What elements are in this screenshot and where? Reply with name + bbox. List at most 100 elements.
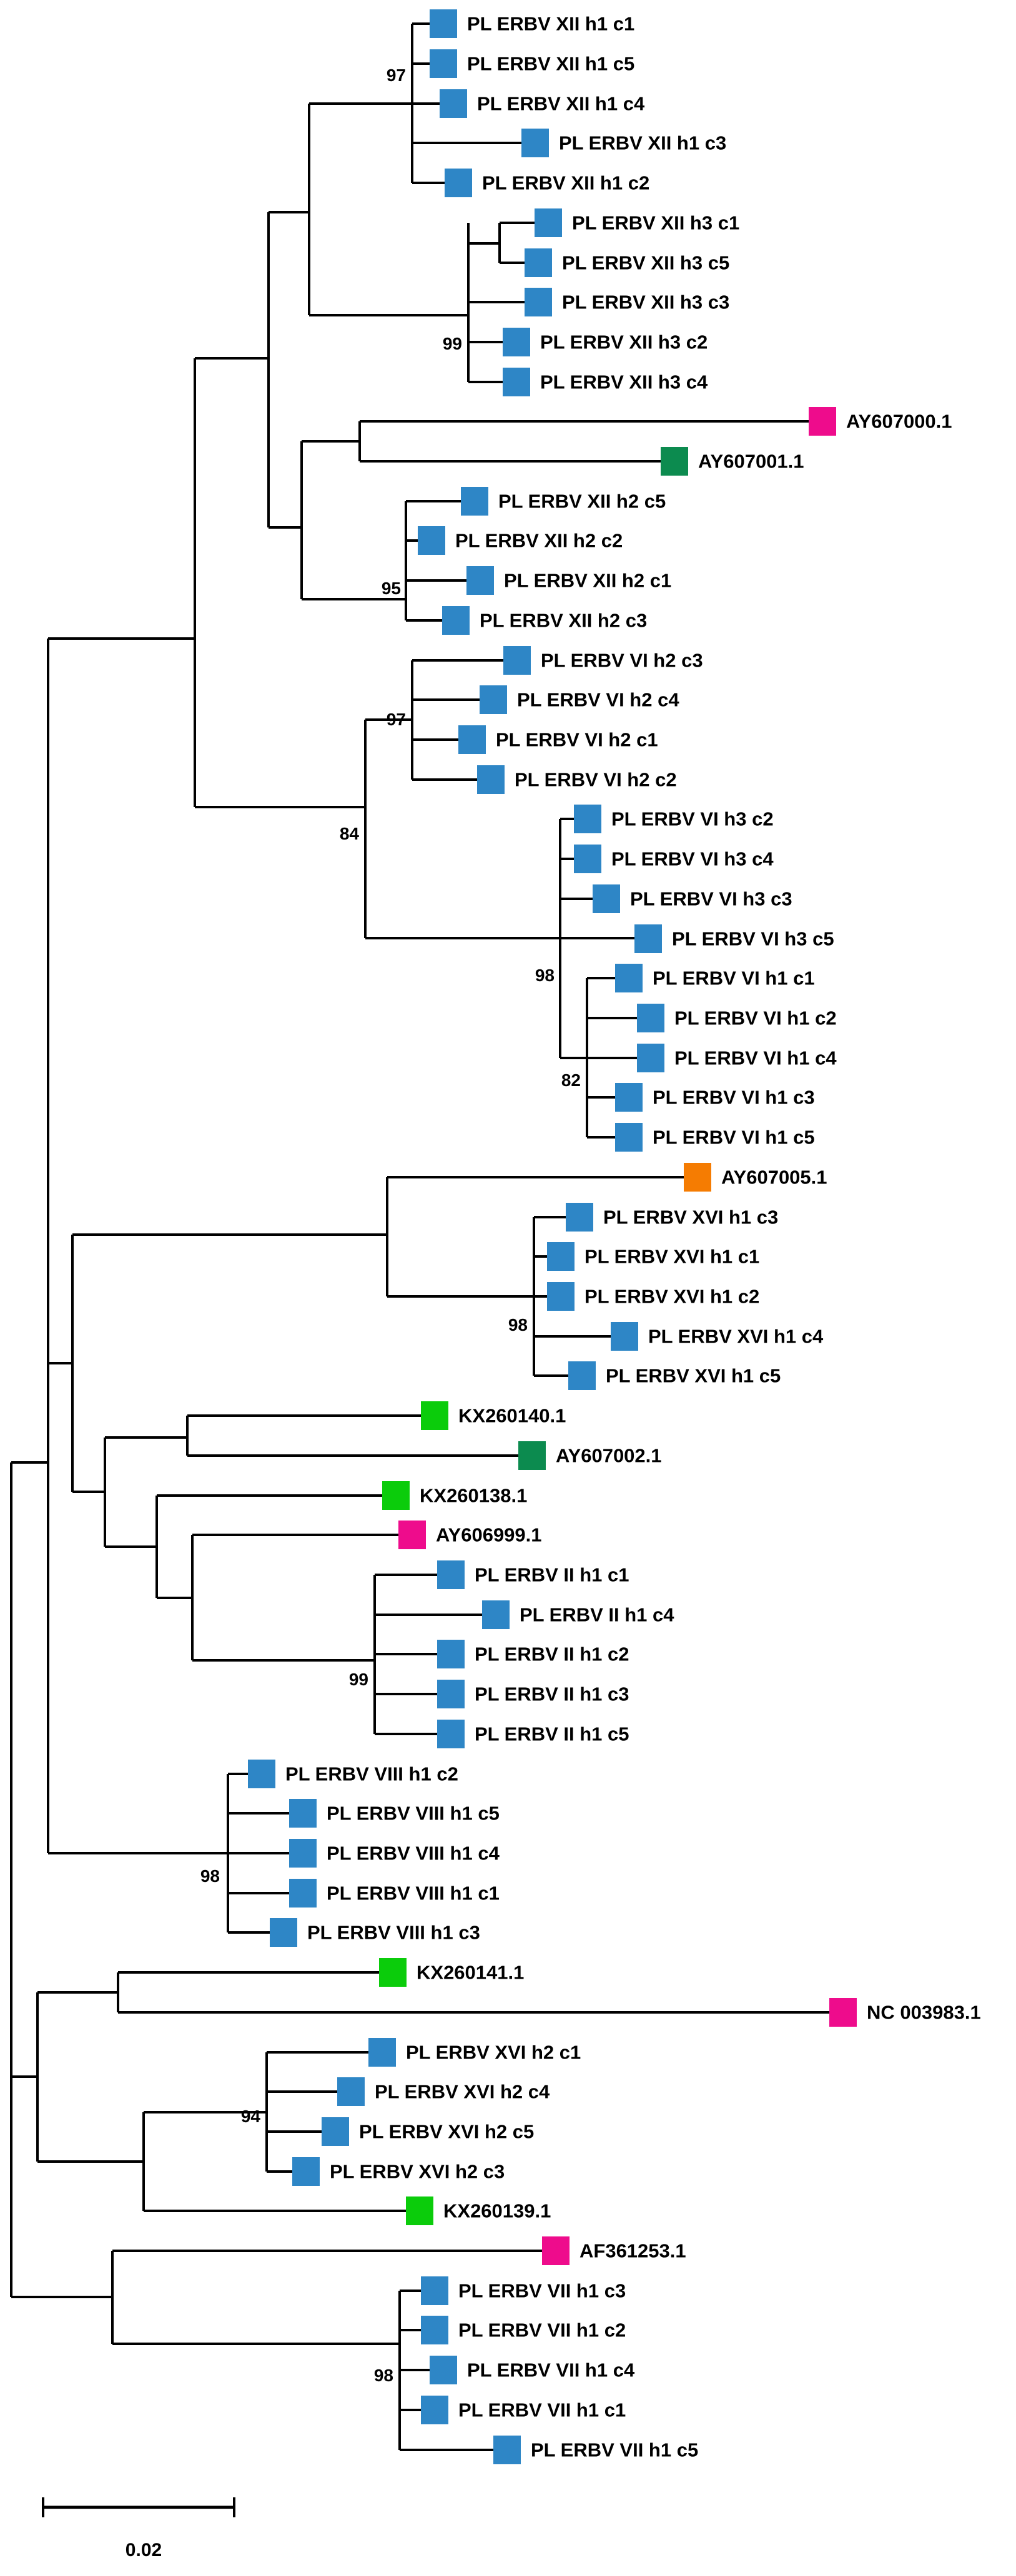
bootstrap-value: 94 <box>241 2107 261 2126</box>
taxon-marker-icon <box>634 924 662 953</box>
bootstrap-value: 97 <box>387 710 406 729</box>
taxon-marker-icon <box>437 1720 465 1748</box>
taxon-label: PL ERBV VI h2 c1 <box>496 729 658 751</box>
taxon-marker-icon <box>637 1004 664 1032</box>
taxon-marker-icon <box>322 2117 349 2146</box>
taxon-label: PL ERBV XII h1 c3 <box>559 132 726 154</box>
taxon-marker-icon <box>382 1481 410 1510</box>
taxon-label: PL ERBV VI h1 c5 <box>653 1127 815 1148</box>
taxon-marker-icon <box>437 1680 465 1708</box>
taxon-label: PL ERBV XII h3 c1 <box>572 212 739 234</box>
taxon-label: AY607005.1 <box>721 1167 827 1188</box>
taxon-marker-icon <box>503 328 530 356</box>
scale-bar-label: 0.02 <box>126 2540 162 2560</box>
taxon-marker-icon <box>566 1203 593 1232</box>
taxon-label: PL ERBV XII h3 c5 <box>562 252 729 274</box>
taxon-label: PL ERBV XVI h1 c3 <box>603 1207 778 1228</box>
taxon-marker-icon <box>477 765 505 794</box>
taxon-label: AY607002.1 <box>556 1445 662 1467</box>
taxon-marker-icon <box>480 685 507 714</box>
taxon-label: PL ERBV XII h3 c4 <box>540 371 708 393</box>
taxon-label: PL ERBV XII h3 c3 <box>562 291 729 313</box>
taxon-label: PL ERBV VI h2 c3 <box>541 650 703 672</box>
taxon-label: KX260138.1 <box>420 1485 527 1507</box>
bootstrap-value: 98 <box>200 1866 220 1886</box>
taxon-marker-icon <box>421 1401 448 1430</box>
bootstrap-value: 82 <box>561 1070 581 1090</box>
taxon-marker-icon <box>289 1799 317 1828</box>
taxon-label: PL ERBV VI h2 c2 <box>515 769 677 791</box>
taxon-marker-icon <box>493 2436 521 2464</box>
taxon-label: PL ERBV XVI h1 c4 <box>648 1326 824 1348</box>
taxon-marker-icon <box>445 169 472 197</box>
taxon-label: PL ERBV VII h1 c1 <box>458 2399 626 2421</box>
taxon-marker-icon <box>593 884 620 913</box>
taxon-marker-icon <box>337 2077 365 2106</box>
taxon-label: PL ERBV VII h1 c2 <box>458 2319 626 2341</box>
taxon-label: PL ERBV II h1 c3 <box>475 1683 629 1705</box>
taxon-label: AY606999.1 <box>436 1524 542 1546</box>
taxon-marker-icon <box>684 1163 711 1192</box>
bootstrap-value: 99 <box>443 334 462 353</box>
taxon-label: PL ERBV XII h2 c2 <box>455 530 623 552</box>
taxon-marker-icon <box>430 9 457 38</box>
taxon-label: PL ERBV XII h2 c1 <box>504 570 671 592</box>
taxon-label: PL ERBV II h1 c1 <box>475 1564 629 1586</box>
taxon-marker-icon <box>574 805 601 833</box>
taxon-marker-icon <box>829 1998 857 2027</box>
taxon-marker-icon <box>248 1760 275 1788</box>
taxon-marker-icon <box>521 129 549 157</box>
taxon-marker-icon <box>442 606 470 635</box>
taxon-label: PL ERBV XVI h2 c5 <box>359 2121 534 2143</box>
taxon-marker-icon <box>292 2157 320 2186</box>
taxon-label: PL ERBV XII h1 c1 <box>467 13 634 35</box>
taxon-marker-icon <box>379 1958 407 1987</box>
taxon-marker-icon <box>289 1839 317 1868</box>
taxon-label: PL ERBV VII h1 c3 <box>458 2280 626 2302</box>
bootstrap-value: 95 <box>382 579 401 598</box>
taxon-marker-icon <box>611 1322 638 1351</box>
taxon-label: KX260141.1 <box>417 1962 524 1984</box>
taxon-marker-icon <box>461 487 488 516</box>
taxon-marker-icon <box>637 1044 664 1072</box>
taxon-label: PL ERBV XII h3 c2 <box>540 331 708 353</box>
bootstrap-value: 99 <box>349 1670 368 1689</box>
taxon-marker-icon <box>661 447 688 476</box>
taxon-marker-icon <box>518 1441 546 1470</box>
taxon-marker-icon <box>542 2236 570 2265</box>
taxon-marker-icon <box>568 1361 596 1390</box>
taxon-marker-icon <box>421 2396 448 2424</box>
taxon-marker-icon <box>430 2356 457 2384</box>
taxon-marker-icon <box>398 1521 426 1549</box>
taxon-label: PL ERBV VI h1 c2 <box>674 1007 837 1029</box>
taxon-label: PL ERBV XII h1 c2 <box>482 172 649 194</box>
taxon-label: AY607001.1 <box>698 451 804 473</box>
taxon-label: PL ERBV XII h1 c5 <box>467 53 634 75</box>
bootstrap-value: 98 <box>374 2366 393 2385</box>
taxon-label: PL ERBV XVI h2 c4 <box>375 2081 550 2103</box>
taxon-label: PL ERBV VIII h1 c5 <box>327 1803 500 1824</box>
taxon-marker-icon <box>440 89 467 118</box>
taxon-label: PL ERBV XVI h2 c3 <box>330 2161 505 2183</box>
bootstrap-value: 97 <box>387 66 406 85</box>
taxon-label: PL ERBV VI h1 c1 <box>653 967 815 989</box>
taxon-label: PL ERBV VI h2 c4 <box>517 689 679 711</box>
taxon-marker-icon <box>535 208 562 237</box>
taxon-label: PL ERBV XVI h1 c1 <box>584 1246 759 1268</box>
taxon-marker-icon <box>525 288 552 316</box>
taxon-marker-icon <box>458 725 486 754</box>
taxon-label: NC 003983.1 <box>867 2002 981 2024</box>
taxon-label: PL ERBV XII h1 c4 <box>477 93 645 115</box>
taxon-label: PL ERBV VI h1 c4 <box>674 1047 837 1069</box>
taxon-label: PL ERBV VI h3 c3 <box>630 888 792 910</box>
taxon-label: PL ERBV VIII h1 c4 <box>327 1843 500 1864</box>
taxon-label: PL ERBV VIII h1 c1 <box>327 1883 500 1904</box>
taxon-marker-icon <box>289 1879 317 1908</box>
taxon-label: PL ERBV VIII h1 c2 <box>285 1763 458 1785</box>
taxon-marker-icon <box>466 566 494 595</box>
taxon-label: PL ERBV II h1 c2 <box>475 1643 629 1665</box>
taxon-label: PL ERBV VI h1 c3 <box>653 1087 815 1109</box>
bootstrap-value: 84 <box>340 824 360 843</box>
